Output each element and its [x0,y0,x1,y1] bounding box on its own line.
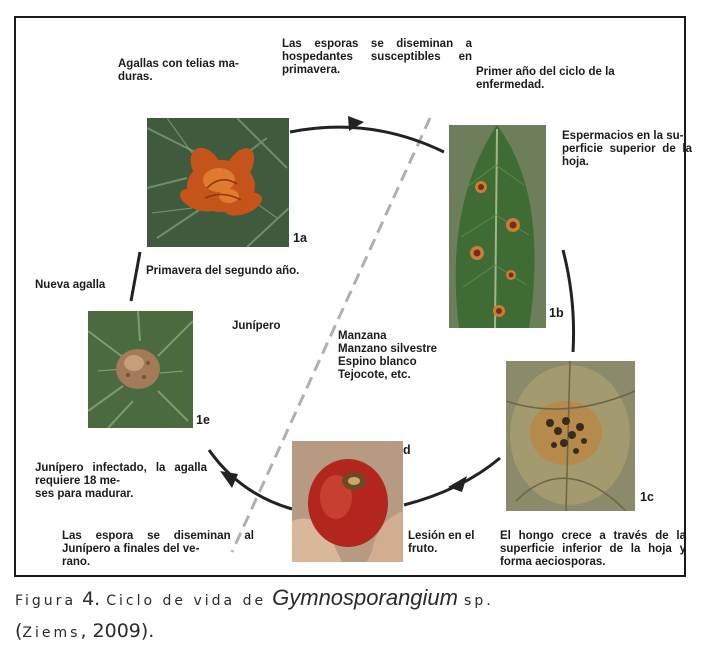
label-nueva-agalla: Nueva agalla [35,279,135,292]
tag-1e: 1e [196,413,210,427]
tag-1a: 1a [293,231,307,245]
label-junipero-infectado: Junípero infectado, la agalla requiere 1… [35,462,207,501]
photo-1c-leaf-aecia [506,361,635,511]
caption-figura: Figura [15,593,76,609]
label-primavera-segundo: Primavera del segundo año. [146,265,346,278]
caption-author: Ziems [22,625,80,641]
label-esporas-junipero: Las espora se diseminan al Junípero a fi… [62,530,254,569]
label-junipero: Junípero [232,320,312,333]
figure-caption: Figura 4. Ciclo de vida de Gymnosporangi… [15,583,695,648]
photo-1a-gall-with-telia [147,118,289,247]
photo-1e-juniper-gall [88,311,193,428]
photo-1d-fruit-lesion [292,441,403,562]
caption-ref-close: , 2009). [80,620,154,642]
caption-title: Ciclo de vida de [106,593,266,609]
label-agallas: Agallas con telias ma- duras. [118,58,258,84]
label-lesion: Lesión en el fruto. [408,530,498,556]
caption-genus: Gymnosporangium [272,585,458,610]
label-hosts: Manzana Manzano silvestre Espino blanco … [338,330,458,382]
caption-number: 4. [82,588,100,610]
tag-1b: 1b [549,306,564,320]
label-hongo: El hongo crece a través de la superficie… [500,530,686,569]
label-espermacios: Espermacios en la su- perficie superior … [562,130,692,169]
tag-1c: 1c [640,490,654,504]
caption-sp: sp. [464,593,494,609]
label-primer-ano: Primer año del ciclo de la enfermedad. [476,66,636,92]
label-esporas-primavera: Las esporas se diseminan a hospedantes s… [282,38,472,77]
photo-1b-leaf-spermogonia [449,125,546,328]
